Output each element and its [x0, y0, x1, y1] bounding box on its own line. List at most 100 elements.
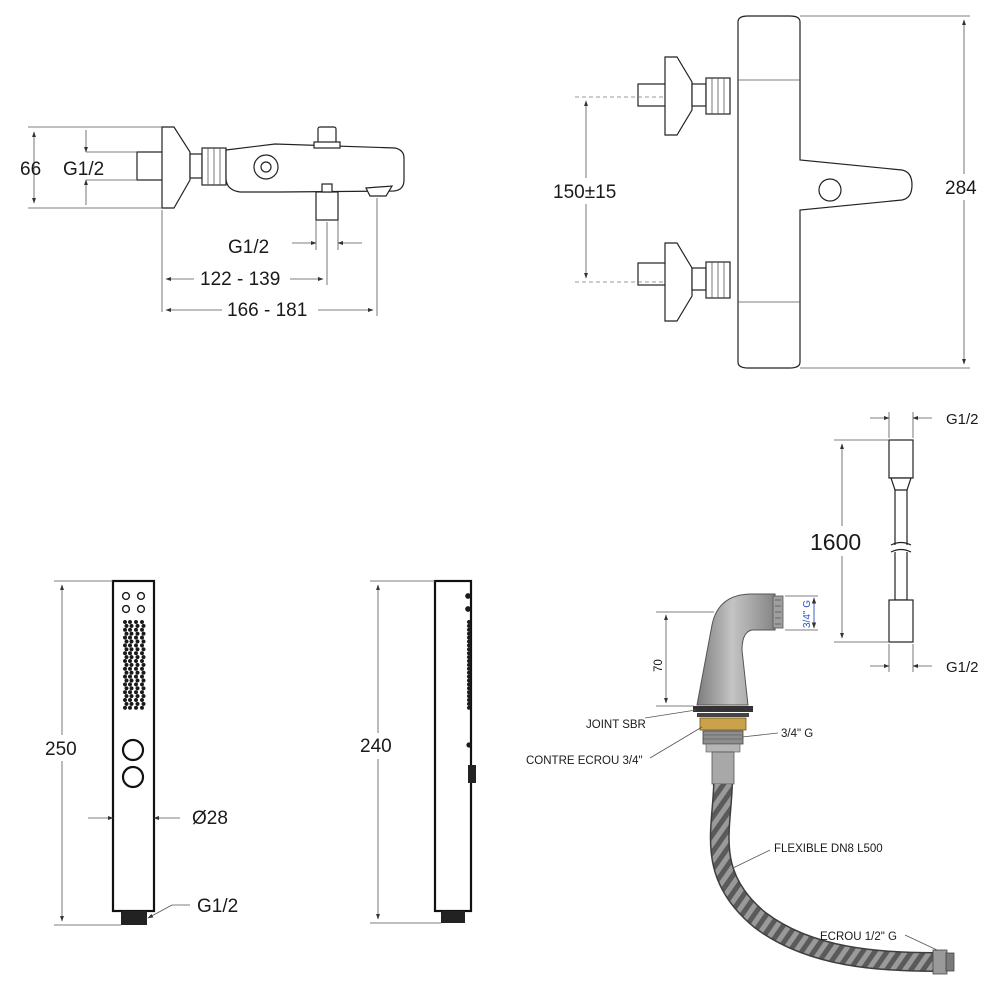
mixer-front-view: 150±15 284 — [552, 15, 982, 369]
nozzle-dot — [135, 694, 140, 699]
nozzle-dot — [466, 658, 472, 664]
nozzle-dot — [129, 686, 134, 691]
nozzle-dot — [122, 627, 128, 632]
nozzle-dot — [139, 627, 145, 632]
nozzle-dot — [122, 619, 128, 625]
flexible-label: FLEXIBLE DN8 L500 — [774, 843, 883, 855]
nozzle-dot — [124, 639, 129, 644]
diverter-knob-side — [253, 154, 279, 180]
nozzle-dot — [466, 678, 472, 683]
spout-height-label: 70 — [653, 659, 665, 672]
nozzle-dot — [133, 627, 139, 632]
nozzle-dot — [129, 647, 134, 652]
nozzle-dot — [133, 666, 139, 671]
nozzle-dot — [139, 697, 145, 703]
nozzle-dot — [122, 705, 128, 710]
nozzle-dot — [133, 635, 139, 640]
hose-bottom-thread-label: G1/2 — [946, 659, 979, 676]
end-nut-label: ECROU 1/2" G — [820, 931, 897, 943]
nozzle-dot — [129, 694, 134, 699]
nozzle-dot — [124, 662, 129, 667]
temperature-knob-hole — [818, 178, 842, 202]
spout-nose — [365, 185, 394, 197]
side-height-label: 66 — [20, 159, 41, 180]
nozzle-dot — [466, 701, 472, 706]
nozzle-dot — [135, 670, 140, 675]
nozzle-dot — [127, 674, 133, 679]
span-short-label: 122 - 139 — [200, 269, 280, 290]
top-button — [317, 126, 337, 144]
hose-length-label: 1600 — [810, 529, 861, 555]
side-button — [468, 765, 476, 783]
flexible-hose — [711, 783, 936, 971]
nozzle-dot — [124, 623, 129, 628]
nozzle-dot — [129, 639, 134, 644]
nozzle-dot — [129, 655, 134, 660]
nozzle-dot — [127, 619, 133, 625]
nozzle-dot — [466, 686, 472, 691]
wall-escutcheon — [161, 126, 191, 209]
nozzle-dot — [136, 604, 146, 614]
nozzle-dot — [466, 742, 472, 748]
nozzle-dot — [129, 701, 134, 706]
hose-top-thread-label: G1/2 — [946, 411, 979, 428]
spray-button-top — [121, 738, 145, 762]
nozzle-dot — [466, 674, 472, 679]
nozzle-dot — [127, 690, 133, 695]
hose-top-cone — [888, 439, 914, 479]
nozzle-dot — [135, 631, 140, 636]
nozzle-dot — [124, 647, 129, 652]
nozzle-dot — [122, 635, 128, 640]
nozzle-dot — [141, 662, 146, 667]
nozzle-dot — [133, 643, 139, 648]
mixer-body-side — [225, 143, 405, 193]
lower-escutcheon — [664, 242, 693, 322]
nozzle-dot — [122, 690, 128, 695]
nozzle-dot — [124, 631, 129, 636]
nozzle-dot — [127, 682, 133, 687]
nozzle-dot — [466, 694, 472, 699]
nozzle-dot — [466, 662, 472, 667]
nozzle-dot — [133, 705, 139, 710]
hand-shower-side: 240 — [358, 579, 476, 924]
nozzle-dot — [121, 591, 131, 601]
side-thread-label: G1/2 — [63, 159, 104, 180]
lock-nut — [699, 717, 747, 731]
nozzle-dot — [135, 686, 140, 691]
nozzle-dot — [129, 678, 134, 683]
nozzle-dot — [124, 686, 129, 691]
nozzle-dot — [133, 619, 139, 625]
nozzle-dot — [133, 658, 139, 664]
nozzle-dot — [139, 619, 145, 625]
nozzle-dot — [139, 690, 145, 695]
bottom-outlet — [315, 191, 339, 221]
hand-shower-body-side — [433, 579, 473, 913]
nozzle-dot — [466, 666, 472, 671]
nozzle-dot — [466, 623, 472, 628]
nozzle-dot — [122, 658, 128, 664]
nozzle-dot — [127, 697, 133, 703]
nozzle-dot — [135, 623, 140, 628]
nozzle-dot — [141, 678, 146, 683]
nozzle-dot — [127, 705, 133, 710]
centers-label: 150±15 — [553, 182, 616, 203]
nozzle-dot — [133, 690, 139, 695]
nozzle-dot — [466, 643, 472, 648]
flexible-ferrule — [711, 751, 735, 785]
hand-shower-thread — [121, 911, 147, 925]
nozzle-dot — [124, 694, 129, 699]
hand-side-length-label: 240 — [360, 736, 392, 757]
nozzle-dot — [141, 647, 146, 652]
spray-nozzles — [121, 591, 146, 710]
nozzle-dot — [122, 666, 128, 671]
nozzle-dot — [466, 705, 472, 710]
nozzle-dot — [133, 682, 139, 687]
nozzle-dot — [139, 651, 145, 656]
nozzle-dot — [466, 697, 472, 703]
nozzle-dot — [466, 655, 472, 660]
hose-bottom-cone — [888, 599, 914, 643]
nozzle-dot — [139, 666, 145, 671]
nozzle-dot — [124, 678, 129, 683]
nozzle-dot — [141, 639, 146, 644]
